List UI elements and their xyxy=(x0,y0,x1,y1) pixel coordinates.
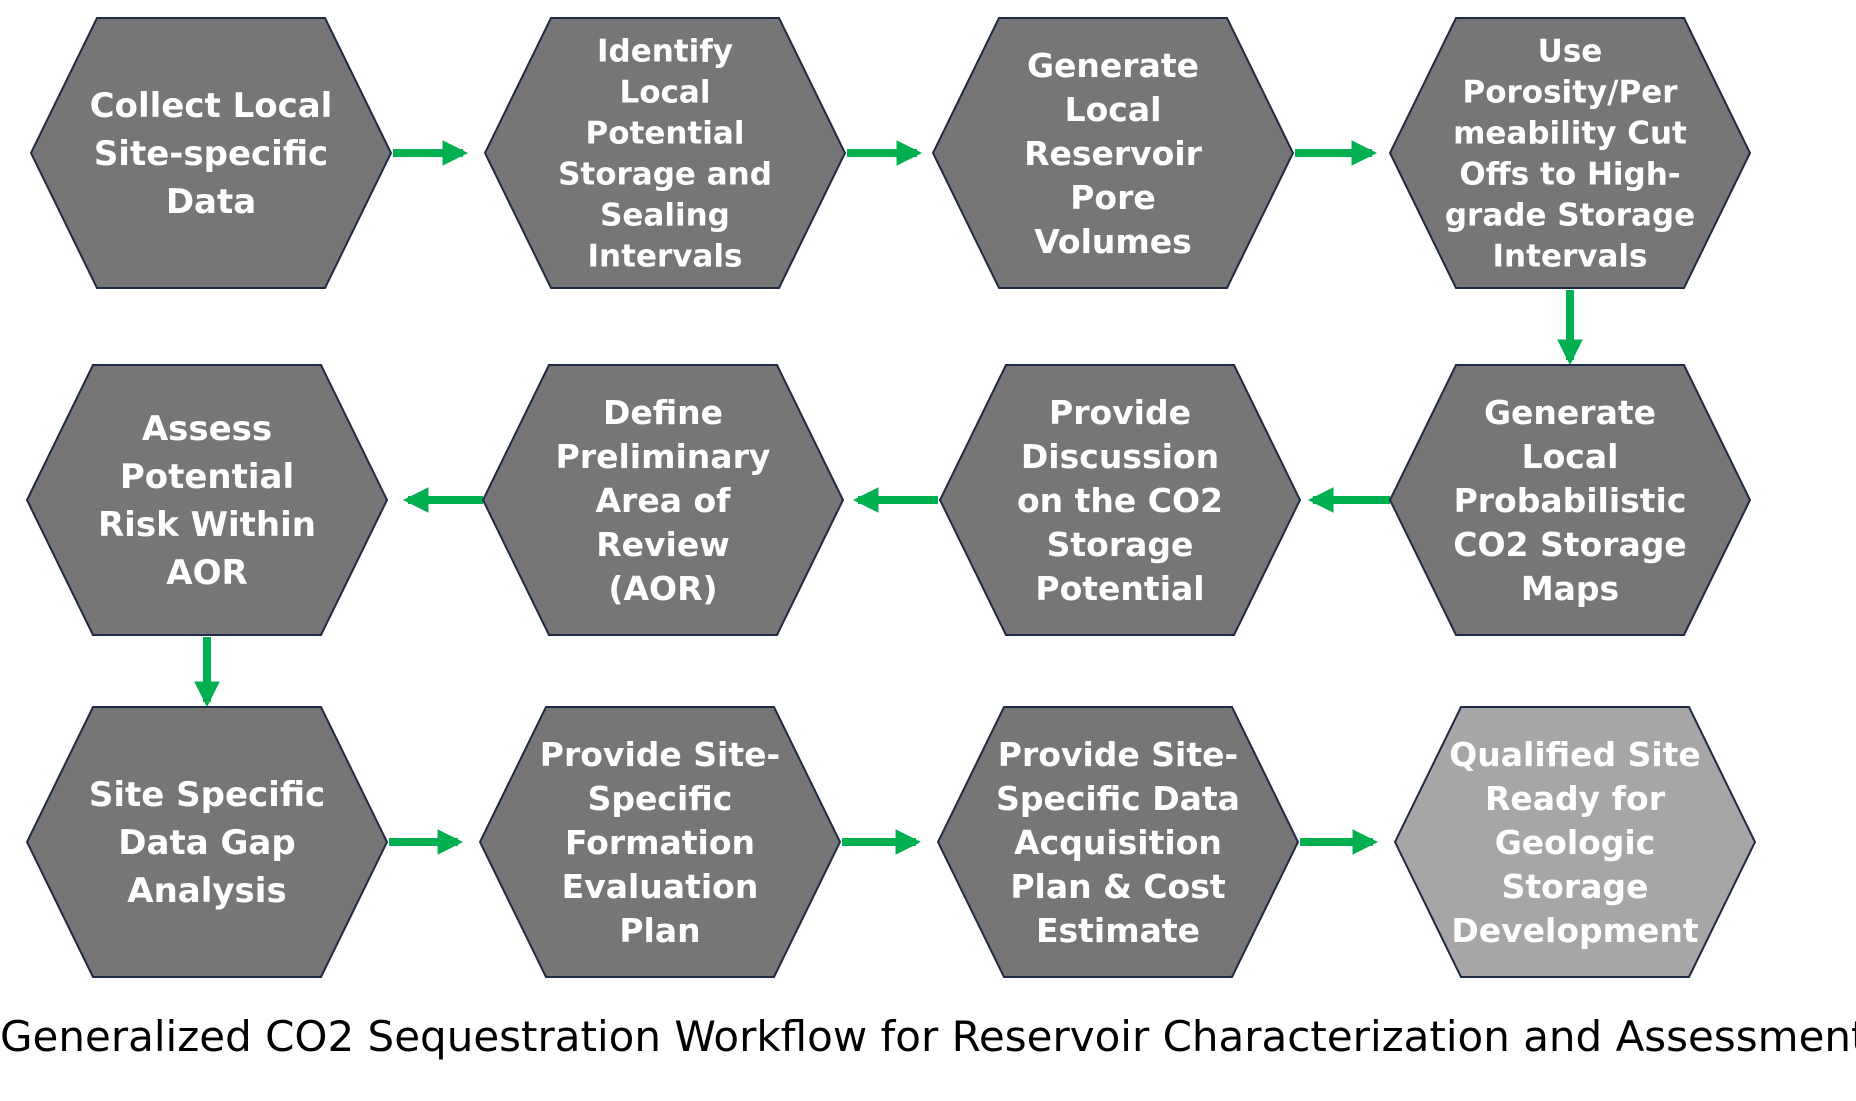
step-label-line: Plan & Cost xyxy=(1010,867,1226,906)
step-label-line: Local xyxy=(1522,437,1619,476)
hexagon-shape xyxy=(25,364,389,636)
step-label-line: Area of xyxy=(596,481,732,520)
step-label-line: Review xyxy=(596,525,729,564)
step-label-line: Offs to High- xyxy=(1459,157,1680,193)
step-label-line: Data Gap xyxy=(118,823,295,863)
step-label-line: Sealing xyxy=(600,198,730,234)
step-label-line: Storage xyxy=(1502,867,1649,906)
step-label-line: (AOR) xyxy=(608,569,717,608)
step-label-line: Plan xyxy=(619,911,700,950)
step-label-line: meability Cut xyxy=(1453,116,1687,152)
hexagon-shape xyxy=(936,706,1300,978)
step-label-line: Provide Site- xyxy=(998,735,1238,774)
step-label-line: CO2 Storage xyxy=(1453,525,1686,564)
step-label-line: Storage xyxy=(1047,525,1194,564)
step-label-line: Provide Site- xyxy=(540,735,780,774)
hexagon-shape xyxy=(1388,364,1752,636)
step-label-line: Ready for xyxy=(1485,779,1666,818)
step-label-line: Geologic xyxy=(1495,823,1656,862)
step-label-line: Storage and xyxy=(558,157,772,193)
step-label-line: Site Specific xyxy=(89,775,325,815)
step-label-line: Reservoir xyxy=(1024,134,1203,173)
hexagon-shape xyxy=(483,17,847,289)
hexagon-shape xyxy=(1388,17,1752,289)
step-label-line: Preliminary xyxy=(556,437,771,476)
step-label-line: Porosity/Per xyxy=(1462,75,1678,111)
diagram-caption: Generalized CO2 Sequestration Workflow f… xyxy=(0,1012,1856,1061)
step-label-line: Pore xyxy=(1070,178,1156,217)
step-label-line: Generate xyxy=(1027,46,1199,85)
step-label-line: Intervals xyxy=(588,239,743,275)
step-label-line: Potential xyxy=(586,116,745,152)
step-label-line: Intervals xyxy=(1493,239,1648,275)
step-label-line: Maps xyxy=(1521,569,1619,608)
step-label-line: Probabilistic xyxy=(1454,481,1687,520)
step-label-line: Generate xyxy=(1484,393,1656,432)
step-label-line: Local xyxy=(620,75,711,111)
step-label-line: on the CO2 xyxy=(1017,481,1223,520)
step-label-line: Estimate xyxy=(1036,911,1200,950)
hexagon-shape xyxy=(478,706,842,978)
step-label-line: Define xyxy=(603,393,723,432)
step-label-line: Potential xyxy=(1035,569,1204,608)
step-label-line: Formation xyxy=(565,823,755,862)
step-label-line: Site-specific xyxy=(94,134,328,174)
hexagon-shape xyxy=(938,364,1302,636)
step-label-line: Identify xyxy=(597,34,733,70)
step-label-line: Discussion xyxy=(1021,437,1219,476)
step-label-line: Evaluation xyxy=(562,867,759,906)
hexagon-shape xyxy=(931,17,1295,289)
step-label-line: Analysis xyxy=(127,871,286,911)
step-label-line: Collect Local xyxy=(90,86,333,126)
hexagon-shape xyxy=(29,17,393,289)
step-label-line: grade Storage xyxy=(1445,198,1695,234)
step-label-line: Qualified Site xyxy=(1449,735,1701,774)
step-label-line: Provide xyxy=(1049,393,1191,432)
step-label-line: Specific xyxy=(588,779,733,818)
step-label-line: Volumes xyxy=(1034,222,1192,261)
step-label-line: Local xyxy=(1065,90,1162,129)
step-label-line: Specific Data xyxy=(996,779,1240,818)
step-label-line: Data xyxy=(166,182,256,222)
hexagon-shape xyxy=(25,706,389,978)
step-label-line: Assess xyxy=(142,409,272,449)
step-label-line: Acquisition xyxy=(1014,823,1222,862)
step-label-line: Risk Within xyxy=(98,505,316,545)
step-label-line: Development xyxy=(1451,911,1699,950)
step-label-line: Use xyxy=(1538,34,1603,70)
hexagon-shape xyxy=(481,364,845,636)
hexagon-shape xyxy=(1393,706,1757,978)
step-label-line: AOR xyxy=(166,553,247,593)
step-label-line: Potential xyxy=(120,457,294,497)
